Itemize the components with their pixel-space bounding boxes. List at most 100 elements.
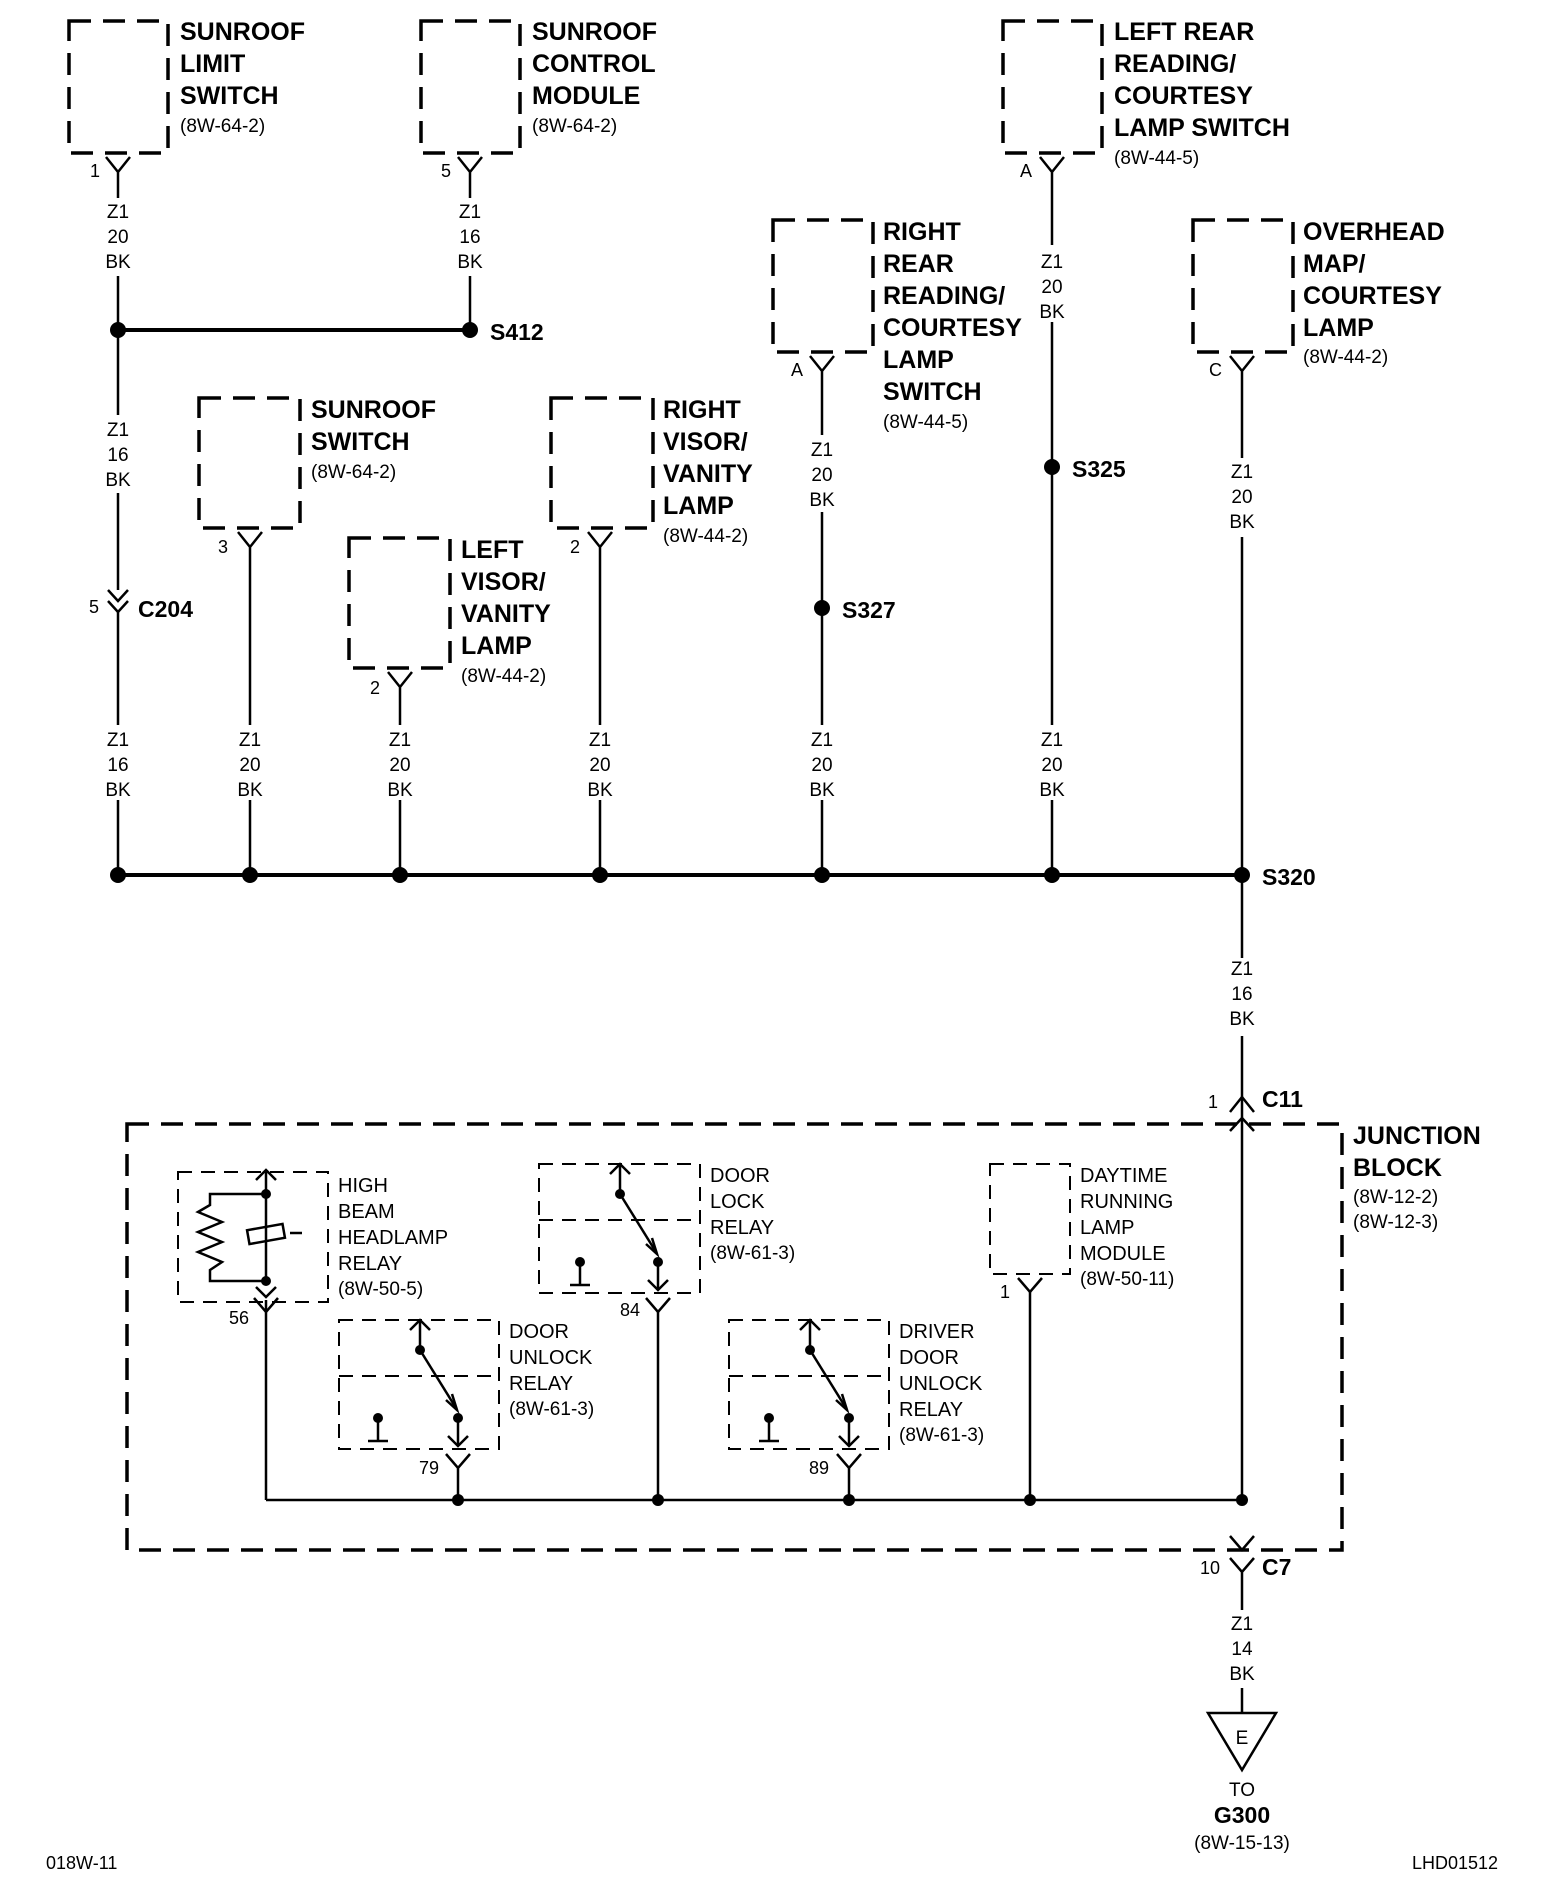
svg-text:SUNROOF: SUNROOF [311,396,436,424]
svg-text:LEFT: LEFT [461,536,524,564]
svg-text:(8W-61-3): (8W-61-3) [509,1399,594,1420]
svg-text:Z1: Z1 [1231,959,1253,980]
svg-text:1: 1 [90,161,100,181]
svg-text:(8W-44-2): (8W-44-2) [1303,347,1388,368]
svg-text:G300: G300 [1214,1802,1270,1828]
svg-text:(8W-44-5): (8W-44-5) [1114,148,1199,169]
svg-text:20: 20 [811,755,832,776]
svg-text:VISOR/: VISOR/ [461,568,546,596]
svg-text:BK: BK [1229,512,1255,533]
svg-text:REAR: REAR [883,250,954,278]
svg-text:14: 14 [1231,1639,1253,1660]
svg-text:1: 1 [1208,1092,1218,1112]
svg-text:RELAY: RELAY [338,1253,402,1275]
svg-text:MODULE: MODULE [532,82,640,110]
svg-text:BK: BK [587,780,613,801]
c204-connector-icon [107,589,129,614]
svg-text:16: 16 [107,445,128,466]
svg-text:(8W-64-2): (8W-64-2) [311,462,396,483]
svg-text:(8W-44-5): (8W-44-5) [883,412,968,433]
svg-text:A: A [791,360,803,380]
svg-text:Z1: Z1 [811,440,833,461]
svg-text:SWITCH: SWITCH [180,82,279,110]
svg-text:RIGHT: RIGHT [663,396,741,424]
svg-text:16: 16 [107,755,128,776]
svg-text:BK: BK [237,780,263,801]
svg-text:10: 10 [1200,1558,1220,1578]
door-lock-relay: DOOR LOCK RELAY (8W-61-3) 84 [538,1162,795,1320]
svg-text:20: 20 [811,465,832,486]
svg-text:JUNCTION: JUNCTION [1353,1122,1481,1150]
svg-text:BK: BK [1039,780,1065,801]
svg-text:READING/: READING/ [883,282,1005,310]
daytime-running-lamp-module: DAYTIME RUNNING LAMP MODULE (8W-50-11) 1 [989,1163,1174,1302]
svg-text:A: A [1020,161,1032,181]
svg-text:BK: BK [387,780,413,801]
c204-pin: 5 [89,597,99,617]
svg-text:Z1: Z1 [1041,730,1063,751]
svg-text:Z1: Z1 [239,730,261,751]
door-unlock-relay: DOOR UNLOCK RELAY (8W-61-3) 79 [338,1318,594,1480]
svg-text:BK: BK [457,252,483,273]
svg-text:LAMP: LAMP [461,632,532,660]
driver-door-unlock-relay: DRIVER DOOR UNLOCK RELAY (8W-61-3) 89 [728,1318,984,1480]
svg-text:COURTESY: COURTESY [883,314,1022,342]
high-beam-headlamp-relay: HIGH BEAM HEADLAMP RELAY (8W-50-5) 56 [177,1168,448,1328]
svg-text:BLOCK: BLOCK [1353,1154,1442,1182]
overhead-map-courtesy-lamp: OVERHEAD MAP/ COURTESY LAMP (8W-44-2) C [1191,218,1445,380]
left-visor-vanity-lamp: LEFT VISOR/ VANITY LAMP (8W-44-2) 2 [347,536,551,698]
svg-text:1: 1 [1000,1282,1010,1302]
sunroof-control-module: SUNROOF CONTROL MODULE (8W-64-2) 5 [419,18,657,181]
svg-text:UNLOCK: UNLOCK [509,1347,593,1369]
svg-text:20: 20 [107,227,128,248]
svg-text:DOOR: DOOR [899,1347,959,1369]
svg-text:BK: BK [809,780,835,801]
svg-text:3: 3 [218,537,228,557]
svg-text:(8W-61-3): (8W-61-3) [899,1425,984,1446]
svg-text:BK: BK [105,780,131,801]
sunroof-switch: SUNROOF SWITCH (8W-64-2) 3 [197,396,436,557]
svg-text:LAMP: LAMP [1080,1217,1134,1239]
ground-g300: E TO G300 (8W-15-13) [1194,1688,1290,1854]
svg-text:SWITCH: SWITCH [883,378,982,406]
internal-bus [264,1292,1248,1506]
svg-text:LAMP SWITCH: LAMP SWITCH [1114,114,1290,142]
svg-text:TO: TO [1229,1780,1255,1801]
svg-text:(8W-44-2): (8W-44-2) [663,526,748,547]
svg-text:Z1: Z1 [589,730,611,751]
svg-text:(8W-12-3): (8W-12-3) [1353,1212,1438,1233]
svg-text:(8W-12-2): (8W-12-2) [1353,1187,1438,1208]
c11-connector: 1 C11 [1208,1086,1303,1500]
right-visor-vanity-lamp: RIGHT VISOR/ VANITY LAMP (8W-44-2) 2 [549,396,753,557]
svg-text:RUNNING: RUNNING [1080,1191,1173,1213]
svg-text:56: 56 [229,1308,249,1328]
svg-text:20: 20 [589,755,610,776]
svg-text:MODULE: MODULE [1080,1243,1166,1265]
right-rear-reading-courtesy-lamp-switch: RIGHT REAR READING/ COURTESY LAMP SWITCH… [771,218,1022,433]
c204-label: C204 [138,596,193,622]
svg-text:VANITY: VANITY [663,460,753,488]
svg-text:Z1: Z1 [107,730,129,751]
svg-text:2: 2 [370,678,380,698]
svg-text:BK: BK [809,490,835,511]
svg-text:DOOR: DOOR [509,1321,569,1343]
svg-text:89: 89 [809,1458,829,1478]
svg-text:MAP/: MAP/ [1303,250,1366,278]
svg-text:VANITY: VANITY [461,600,551,628]
svg-text:(8W-50-5): (8W-50-5) [338,1279,423,1300]
svg-text:DAYTIME: DAYTIME [1080,1165,1167,1187]
svg-text:READING/: READING/ [1114,50,1236,78]
splice-dots [110,322,1250,883]
svg-text:(8W-64-2): (8W-64-2) [180,116,265,137]
ground-triangle-icon [1205,1711,1279,1773]
splice-s320-label: S320 [1262,864,1316,890]
svg-text:CONTROL: CONTROL [532,50,656,78]
